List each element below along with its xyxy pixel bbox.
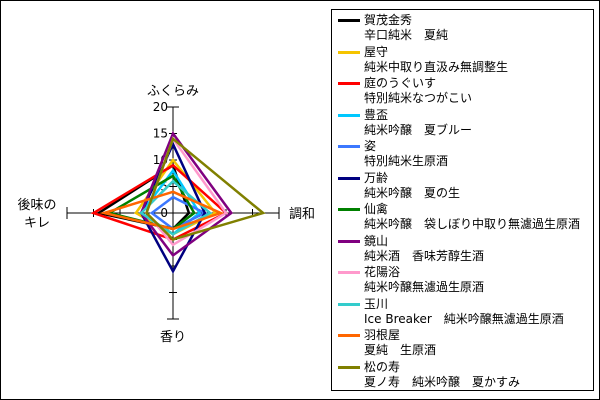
legend-item-11: 松の寿夏ノ寿 純米吟醸 夏かすみ xyxy=(332,360,594,392)
legend-series-subtitle: 夏ノ寿 純米吟醸 夏かすみ xyxy=(364,374,521,389)
series-7-polygon xyxy=(139,130,234,258)
legend-series-name: 万齢 xyxy=(364,170,389,185)
series-11-polygon xyxy=(145,136,266,241)
legend-swatch xyxy=(338,208,360,211)
legend-swatch xyxy=(338,19,360,22)
legend-series-subtitle: Ice Breaker 純米吟醸無濾過生原酒 xyxy=(364,311,564,326)
legend-series-subtitle: 特別純米生原酒 xyxy=(364,154,449,168)
legend-item-5: 万齢純米吟醸 夏の生 xyxy=(332,171,594,203)
legend-series-name: 姿 xyxy=(364,139,377,153)
legend-item-2: 庭のうぐいす特別純米なつがこい xyxy=(332,76,594,108)
legend-series-subtitle: 純米吟醸 夏の生 xyxy=(364,185,461,200)
legend-item-4: 姿特別純米生原酒 xyxy=(332,139,594,171)
legend-item-0: 賀茂金秀辛口純米 夏純 xyxy=(332,13,594,45)
axis-label-fukurami: ふくらみ xyxy=(147,84,199,99)
legend-series-subtitle: 純米酒 香味芳醇生酒 xyxy=(364,248,485,263)
legend-series-subtitle: 純米中取り直汲み無調整生 xyxy=(364,59,509,74)
legend-item-6: 仙禽純米吟醸 袋しぼり中取り無濾過生原酒 xyxy=(332,202,594,234)
legend-series-name: 屋守 xyxy=(364,44,389,59)
tick-label: 15 xyxy=(153,127,168,141)
legend-item-10: 羽根屋夏純 生原酒 xyxy=(332,328,594,360)
tick-label: 20 xyxy=(153,100,168,114)
legend-item-3: 豊盃純米吟醸 夏ブルー xyxy=(332,108,594,140)
legend-swatch xyxy=(338,145,360,148)
legend-series-name: 豊盃 xyxy=(364,107,389,122)
chart-legend: 賀茂金秀辛口純米 夏純屋守純米中取り直汲み無調整生庭のうぐいす特別純米なつがこい… xyxy=(331,9,594,391)
legend-series-subtitle: 純米吟醸無濾過生原酒 xyxy=(364,280,485,294)
legend-series-subtitle: 特別純米なつがこい xyxy=(364,91,473,105)
axis-label-atoaji-line2: キレ xyxy=(24,216,50,231)
legend-series-name: 仙禽 xyxy=(364,202,389,216)
legend-swatch xyxy=(338,82,360,85)
axis-label-chouwa: 調和 xyxy=(289,207,315,222)
legend-series-name: 羽根屋 xyxy=(364,328,401,342)
radar-series xyxy=(90,130,266,274)
legend-swatch xyxy=(338,271,360,274)
legend-series-name: 花陽浴 xyxy=(364,265,401,279)
legend-swatch xyxy=(338,239,360,243)
legend-series-name: 鏡山 xyxy=(364,233,389,248)
legend-series-name: 松の寿 xyxy=(364,359,401,374)
axis-label-kaori: 香り xyxy=(160,330,186,345)
series-10-polygon xyxy=(99,190,225,231)
legend-series-name: 庭のうぐいす xyxy=(364,76,437,90)
legend-item-8: 花陽浴純米吟醸無濾過生原酒 xyxy=(332,265,594,297)
legend-swatch xyxy=(338,365,360,369)
legend-swatch xyxy=(338,113,360,117)
legend-series-name: 玉川 xyxy=(364,296,389,311)
legend-series-subtitle: 辛口純米 夏純 xyxy=(364,28,449,42)
legend-series-name: 賀茂金秀 xyxy=(364,13,413,27)
legend-series-subtitle: 純米吟醸 袋しぼり中取り無濾過生原酒 xyxy=(364,217,581,231)
legend-item-7: 鏡山純米酒 香味芳醇生酒 xyxy=(332,234,594,266)
legend-series-subtitle: 純米吟醸 夏ブルー xyxy=(364,122,473,137)
legend-swatch xyxy=(338,176,360,180)
tick-label: 0 xyxy=(160,206,168,220)
legend-swatch xyxy=(338,50,360,54)
series-5-polygon xyxy=(139,141,207,274)
legend-item-1: 屋守純米中取り直汲み無調整生 xyxy=(332,45,594,77)
legend-swatch xyxy=(338,334,360,337)
axis-label-atoaji-line1: 後味の xyxy=(17,198,56,213)
legend-swatch xyxy=(338,302,360,306)
legend-series-subtitle: 夏純 生原酒 xyxy=(364,343,437,357)
tick-label: 5 xyxy=(160,180,168,194)
